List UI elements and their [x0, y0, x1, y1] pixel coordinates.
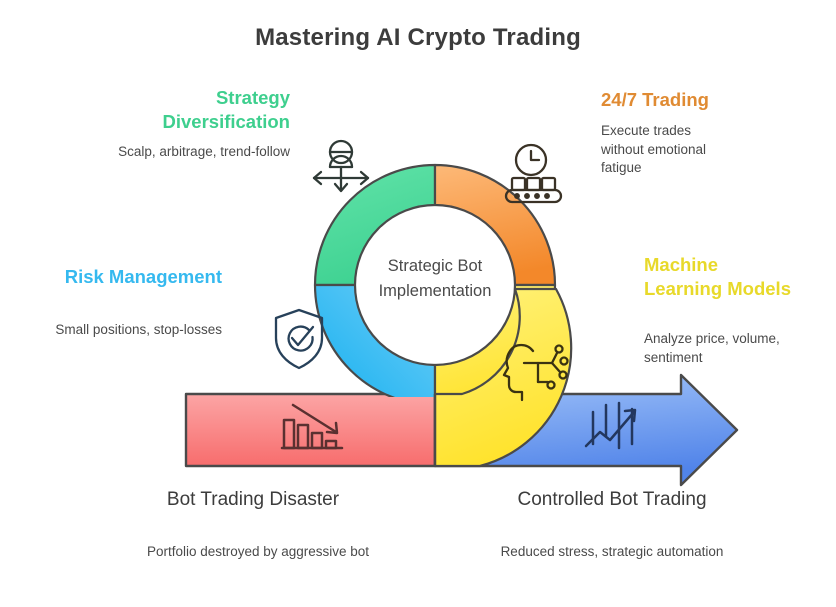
desc-risk-management: Small positions, stop-losses	[55, 322, 222, 337]
label-24-7-trading: 24/7 Trading	[601, 89, 709, 110]
yellow-wedge-over-bar	[433, 287, 573, 468]
title-controlled-bot-trading: Controlled Bot Trading	[517, 489, 707, 510]
desc-24-7-trading: Execute trades without emotional fatigue	[601, 123, 707, 175]
donut-yellow-overlap	[433, 287, 573, 468]
label-risk-management: Risk Management	[64, 266, 222, 287]
donut-quadrant-risk-management[interactable]	[313, 283, 437, 405]
desc-controlled-bot-trading: Reduced stress, strategic automation	[500, 544, 724, 559]
page-title: Mastering AI Crypto Trading	[255, 24, 581, 51]
shield-check-icon	[274, 308, 324, 370]
center-label: Strategic Bot Implementation	[345, 254, 525, 304]
desc-bot-trading-disaster: Portfolio destroyed by aggressive bot	[146, 544, 370, 559]
declining-bar-chart-icon	[280, 403, 344, 450]
center-label-line2: Implementation	[378, 282, 492, 300]
clock-conveyor-icon	[504, 143, 563, 204]
label-strategy-diversification: Strategy Diversification	[162, 87, 291, 132]
desc-strategy-diversification: Scalp, arbitrage, trend-follow	[118, 144, 290, 159]
arrow-left-block-bot-trading-disaster	[184, 392, 437, 468]
diversification-arrows-icon	[312, 139, 370, 193]
desc-machine-learning-models: Analyze price, volume, sentiment	[644, 331, 780, 365]
rising-candlestick-icon	[584, 401, 637, 450]
label-machine-learning-models: Machine Learning Models	[644, 254, 791, 299]
cycle-donut	[313, 163, 557, 405]
center-label-line1: Strategic Bot	[387, 257, 483, 275]
ai-brain-nodes-icon	[502, 343, 569, 402]
title-bot-trading-disaster: Bot Trading Disaster	[166, 489, 340, 510]
